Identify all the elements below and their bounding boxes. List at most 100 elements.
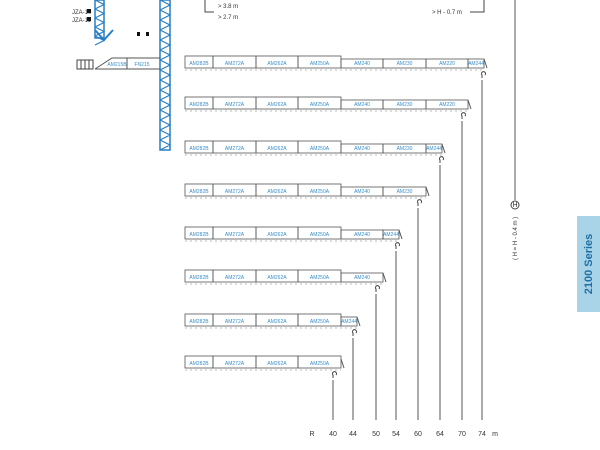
height-note-right: > H - 0.7 m bbox=[432, 10, 462, 16]
tower-base bbox=[94, 29, 114, 42]
hook-icon bbox=[332, 371, 337, 378]
height-bracket-right bbox=[470, 0, 485, 13]
jib-segment-label: AM250A bbox=[310, 319, 330, 325]
jib-segment-label: AM244 bbox=[341, 319, 357, 325]
height-note-a: > 3.8 m bbox=[218, 4, 238, 10]
jib-tip bbox=[356, 316, 361, 327]
jib-segment-label: AM282B bbox=[189, 232, 209, 238]
hook-icon bbox=[461, 112, 466, 119]
tower-label-jza10: JZA-10 bbox=[72, 10, 92, 16]
height-bracket bbox=[204, 0, 214, 13]
height-note-b: > 2.7 m bbox=[218, 15, 238, 21]
hook-icon bbox=[439, 156, 444, 163]
jib-segment-label: AM220 bbox=[439, 102, 455, 108]
radius-tick-40: 40 bbox=[329, 431, 337, 438]
jib-segment-label: AM282B bbox=[189, 146, 209, 152]
counterjib-segment: AM215B bbox=[107, 62, 127, 68]
jib-segment-label: AM230 bbox=[397, 146, 413, 152]
tower-top-section-bracing bbox=[94, 0, 106, 46]
hook-icon bbox=[417, 199, 422, 206]
jib-segment-label: AM250A bbox=[310, 189, 330, 195]
jib-tip bbox=[398, 229, 403, 240]
jib-segment-label: AM250A bbox=[310, 102, 330, 108]
marker-square bbox=[146, 32, 149, 36]
jib-segment-label: AM250A bbox=[310, 361, 330, 367]
jib-segment-label: AM244 bbox=[426, 146, 442, 152]
marker-square bbox=[87, 17, 91, 21]
tower-mast-bracing bbox=[159, 0, 172, 151]
side-height-note: ( H = H - 0.4 m ) bbox=[513, 217, 519, 260]
jib-segment-label: AM262A bbox=[267, 361, 287, 367]
jib-segment-label: AM230 bbox=[397, 61, 413, 67]
jib-segment-label: AM250A bbox=[310, 61, 330, 67]
jib-segment-label: AM230 bbox=[397, 189, 413, 195]
marker-square bbox=[87, 9, 91, 13]
jib-tip bbox=[425, 186, 430, 197]
tower-label-jza11: JZA-11 bbox=[72, 18, 92, 24]
jib-segment-label: AM282B bbox=[189, 361, 209, 367]
jib-segment-label: AM272A bbox=[225, 232, 245, 238]
jib-segment-label: AM250A bbox=[310, 146, 330, 152]
hook-icon bbox=[395, 242, 400, 249]
jib-tip bbox=[483, 58, 488, 69]
radius-tick-50: 50 bbox=[372, 431, 380, 438]
jib-segment-label: AM272A bbox=[225, 189, 245, 195]
jib-segment-label: AM262A bbox=[267, 189, 287, 195]
jib-segment-label: AM262A bbox=[267, 102, 287, 108]
jib-segment-label: AM244 bbox=[383, 232, 399, 238]
jib-segment-label: AM272A bbox=[225, 102, 245, 108]
radius-axis-label: R bbox=[309, 431, 314, 438]
jib-segment bbox=[297, 355, 342, 369]
jib-tip bbox=[382, 272, 387, 283]
radius-tick-74: 74 bbox=[478, 431, 486, 438]
hook-icon bbox=[481, 71, 486, 78]
jib-segment-label: AM282B bbox=[189, 319, 209, 325]
jib-segment-label: AM282B bbox=[189, 275, 209, 281]
jib-segment-label: AM262A bbox=[267, 146, 287, 152]
jib-segment-label: AM282B bbox=[189, 102, 209, 108]
jib-segment bbox=[382, 229, 400, 240]
jib-segment-label: AM262A bbox=[267, 232, 287, 238]
radius-tick-54: 54 bbox=[392, 431, 400, 438]
jib-segment-label: AM230 bbox=[397, 102, 413, 108]
series-label: 2100 Series bbox=[582, 233, 595, 295]
jib-segment bbox=[382, 186, 427, 197]
jib-segment-label: AM272A bbox=[225, 361, 245, 367]
jib-segment bbox=[425, 143, 443, 154]
hook-icon bbox=[375, 285, 380, 292]
jib-segment-label: AM250A bbox=[310, 275, 330, 281]
jib-segment-label: AM272A bbox=[225, 61, 245, 67]
radius-tick-60: 60 bbox=[414, 431, 422, 438]
jib-segment-label: AM240 bbox=[354, 275, 370, 281]
jib-segment bbox=[340, 272, 384, 283]
counterjib-segment: FN215 bbox=[134, 62, 149, 68]
jib-segment-label: AM262A bbox=[267, 61, 287, 67]
series-tab: 2100 Series bbox=[577, 216, 600, 312]
radius-tick-70: 70 bbox=[458, 431, 466, 438]
jib-segment bbox=[425, 99, 469, 110]
radius-tick-44: 44 bbox=[349, 431, 357, 438]
jib-segment-label: AM282B bbox=[189, 61, 209, 67]
jib-segment-label: AM244 bbox=[468, 61, 484, 67]
jib-segment-label: AM262A bbox=[267, 319, 287, 325]
jib-segment-label: AM240 bbox=[354, 61, 370, 67]
jib-segment-label: AM240 bbox=[354, 146, 370, 152]
counterweight-slabs bbox=[80, 60, 90, 69]
jib-segment-label: AM240 bbox=[354, 232, 370, 238]
radius-tick-64: 64 bbox=[436, 431, 444, 438]
hook-icon bbox=[352, 329, 357, 336]
jib-segment-label: AM282B bbox=[189, 189, 209, 195]
jib-tip bbox=[467, 99, 472, 110]
height-circle bbox=[510, 200, 520, 210]
jib-segment-label: AM240 bbox=[354, 102, 370, 108]
jib-segment bbox=[340, 316, 358, 327]
jib-segment-label: AM272A bbox=[225, 319, 245, 325]
jib-segment-label: AM272A bbox=[225, 275, 245, 281]
jib-segment-label: AM220 bbox=[439, 61, 455, 67]
jib-segment-label: AM250A bbox=[310, 232, 330, 238]
height-circle-label: H bbox=[512, 202, 517, 209]
radius-unit: m bbox=[492, 431, 498, 438]
jib-segment-label: AM272A bbox=[225, 146, 245, 152]
jib-segment bbox=[467, 58, 485, 69]
